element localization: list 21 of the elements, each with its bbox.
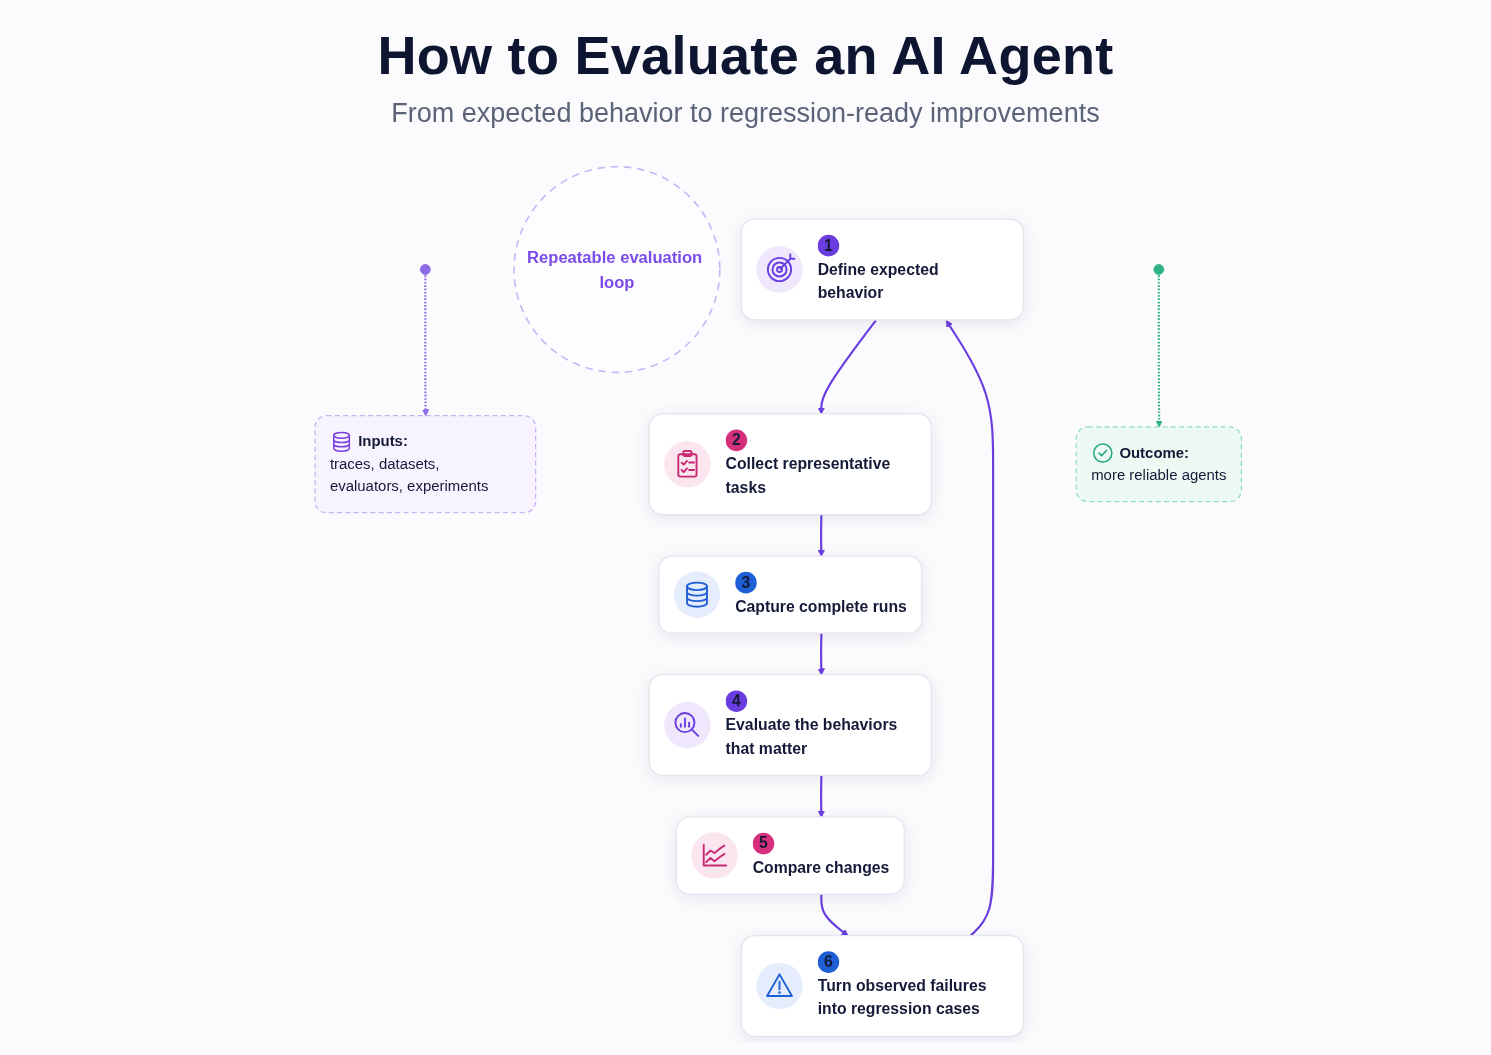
loop-label: Repeatable evaluation loop [527, 247, 704, 292]
arrow [818, 775, 826, 818]
arrow [818, 633, 826, 676]
panel-text: traces, datasets, evaluators, experiments [330, 455, 489, 495]
step-title: Turn observed failures into regression cases [818, 976, 988, 1018]
subtitle: From expected behavior to regression-ready improvements [391, 98, 1100, 129]
step-title: Evaluate the behaviors that matter [726, 715, 899, 757]
step-title: Define expected behavior [818, 260, 941, 302]
step-title: Compare changes [753, 858, 890, 876]
title: How to Evaluate an AI Agent [377, 24, 1114, 86]
arrow [818, 319, 878, 415]
panel-heading: Inputs: [358, 432, 409, 452]
arrow [946, 319, 995, 937]
panel-heading: Outcome: [1119, 443, 1190, 463]
step-title: Capture complete runs [735, 597, 908, 615]
arrow [820, 894, 850, 937]
dashed-arrow [1156, 275, 1164, 428]
dashed-arrow [422, 275, 430, 417]
panel-text: more reliable agents [1091, 466, 1227, 484]
arrow [818, 515, 826, 557]
step-title: Collect representative tasks [726, 454, 892, 496]
